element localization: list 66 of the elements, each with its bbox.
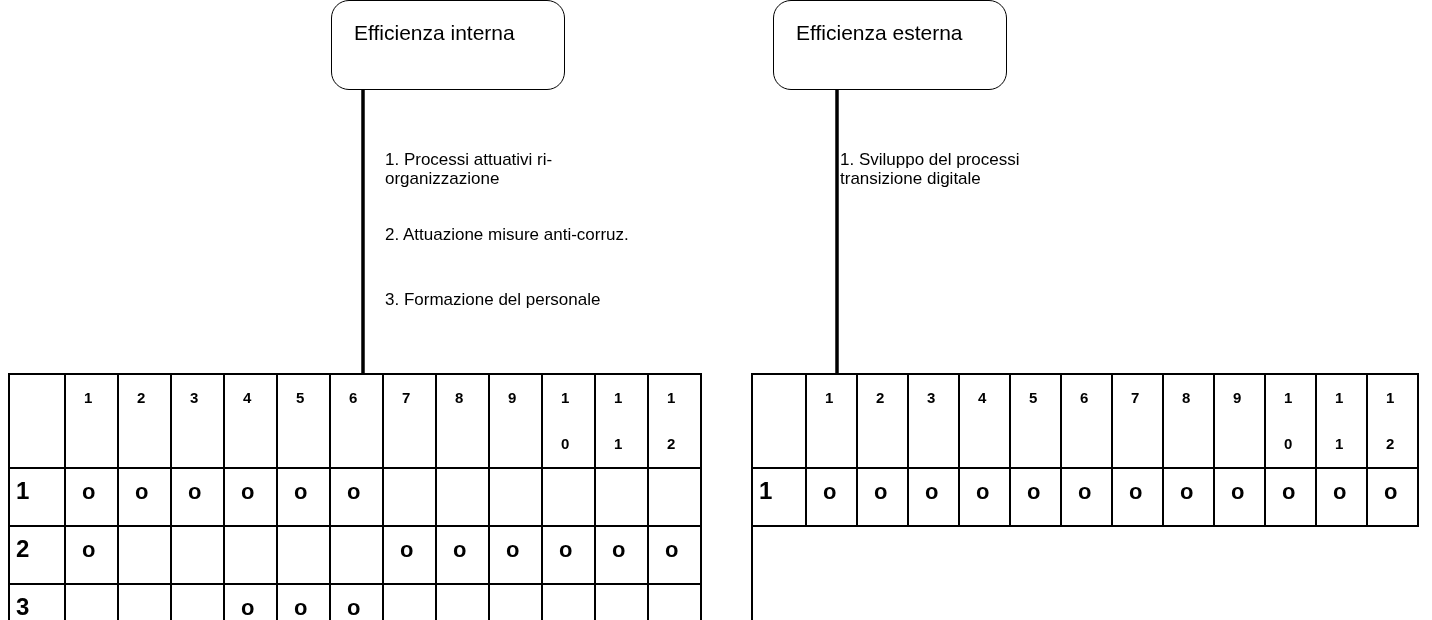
row-number: 1 xyxy=(759,477,773,505)
column-number: 1 xyxy=(825,388,835,408)
column-number: 3 xyxy=(927,388,937,408)
occurrence-mark: o xyxy=(188,479,202,505)
row-number: 3 xyxy=(16,593,30,620)
column-number: 10 xyxy=(1284,388,1294,454)
occurrence-mark: o xyxy=(1231,479,1245,505)
occurrence-mark: o xyxy=(347,479,361,505)
rounded-box xyxy=(331,0,565,90)
column-number: 9 xyxy=(1233,388,1243,408)
list-item: 1. Sviluppo del processi transizione digitale xyxy=(840,150,1021,188)
list-item: 1. Processi attuativi ri-organizzazione xyxy=(385,150,554,188)
occurrence-mark: o xyxy=(612,537,626,563)
column-number: 1 xyxy=(84,388,94,408)
column-number: 4 xyxy=(978,388,988,408)
occurrence-mark: o xyxy=(241,479,255,505)
list-item: 3. Formazione del personale xyxy=(385,290,602,309)
occurrence-mark: o xyxy=(1384,479,1398,505)
list-item: 2. Attuazione misure anti-corruz. xyxy=(385,225,630,244)
column-number: 11 xyxy=(614,388,624,454)
occurrence-mark: o xyxy=(400,537,414,563)
occurrence-mark: o xyxy=(506,537,520,563)
occurrence-mark: o xyxy=(82,479,96,505)
occurrence-mark: o xyxy=(453,537,467,563)
column-number: 2 xyxy=(876,388,886,408)
occurrence-mark: o xyxy=(294,479,308,505)
row-number: 2 xyxy=(16,535,30,563)
occurrence-mark: o xyxy=(241,595,255,620)
column-number: 8 xyxy=(455,388,465,408)
column-number: 8 xyxy=(1182,388,1192,408)
box-title: Efficienza esterna xyxy=(796,21,963,44)
column-number: 6 xyxy=(1080,388,1090,408)
occurrence-mark: o xyxy=(1180,479,1194,505)
rounded-box xyxy=(773,0,1007,90)
column-number: 9 xyxy=(508,388,518,408)
column-number: 6 xyxy=(349,388,359,408)
occurrence-mark: o xyxy=(823,479,837,505)
column-number: 2 xyxy=(137,388,147,408)
box-title: Efficienza interna xyxy=(354,21,515,44)
occurrence-mark: o xyxy=(976,479,990,505)
column-number: 4 xyxy=(243,388,253,408)
occurrence-mark: o xyxy=(82,537,96,563)
column-number: 5 xyxy=(1029,388,1039,408)
connector-line xyxy=(361,90,365,373)
occurrence-mark: o xyxy=(1078,479,1092,505)
occurrence-mark: o xyxy=(135,479,149,505)
column-number: 12 xyxy=(1386,388,1396,454)
column-number: 5 xyxy=(296,388,306,408)
occurrence-mark: o xyxy=(665,537,679,563)
column-number: 10 xyxy=(561,388,571,454)
occurrence-mark: o xyxy=(874,479,888,505)
column-number: 7 xyxy=(402,388,412,408)
row-number: 1 xyxy=(16,477,30,505)
occurrence-mark: o xyxy=(1027,479,1041,505)
column-number: 11 xyxy=(1335,388,1345,454)
occurrence-mark: o xyxy=(1282,479,1296,505)
column-number: 12 xyxy=(667,388,677,454)
connector-line xyxy=(835,90,839,373)
occurrence-mark: o xyxy=(347,595,361,620)
occurrence-mark: o xyxy=(294,595,308,620)
occurrence-mark: o xyxy=(559,537,573,563)
column-number: 3 xyxy=(190,388,200,408)
occurrence-mark: o xyxy=(1333,479,1347,505)
occurrence-mark: o xyxy=(925,479,939,505)
column-number: 7 xyxy=(1131,388,1141,408)
occurrence-mark: o xyxy=(1129,479,1143,505)
